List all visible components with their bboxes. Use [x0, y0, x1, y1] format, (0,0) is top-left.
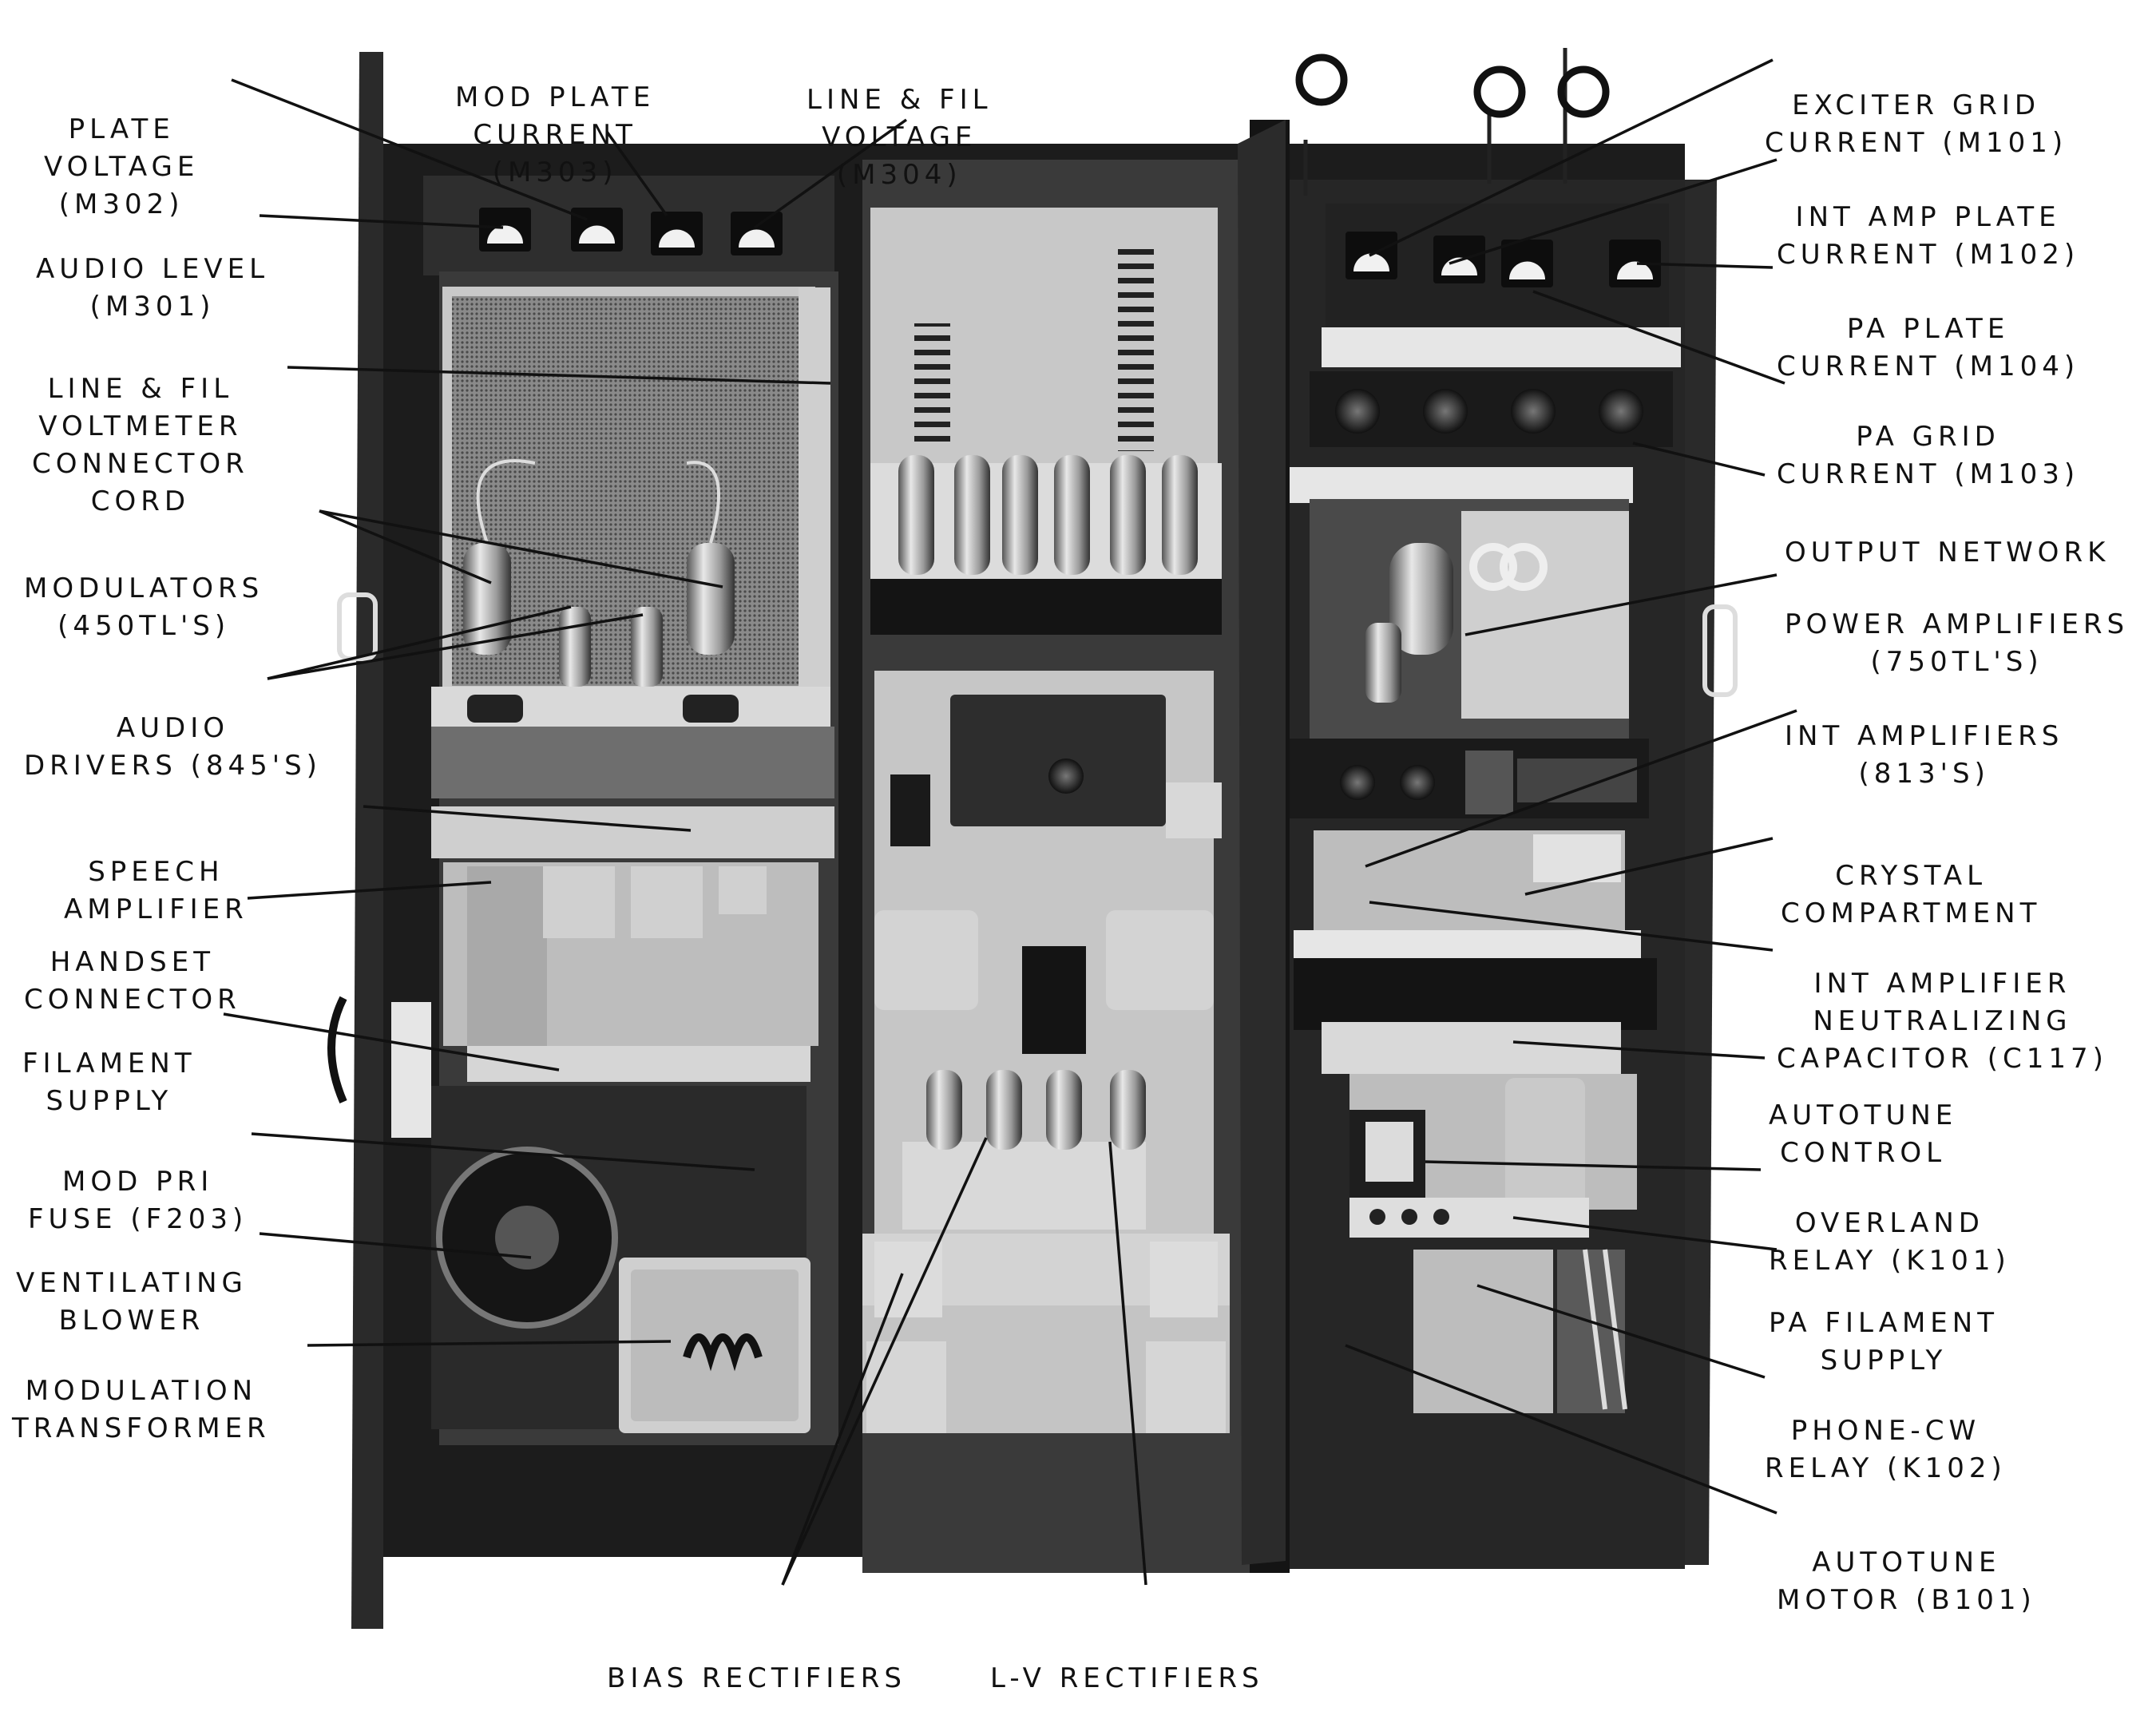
label-power-amplifiers: POWER AMPLIFIERS(750TL'S)	[1785, 608, 2130, 678]
leader-bias-rectifiers-1	[781, 1137, 988, 1586]
leader-audio-level	[259, 214, 504, 229]
leader-plate-voltage	[231, 78, 588, 221]
leader-overland-relay	[1425, 1160, 1762, 1171]
leader-mod-pri-fuse	[251, 1132, 755, 1171]
leader-lines	[223, 58, 1797, 1586]
autotune-control-unit	[1322, 1022, 1621, 1074]
leader-autotune-motor	[1345, 1344, 1778, 1515]
leader-filament-supply	[223, 1012, 560, 1072]
leader-handset-connector	[247, 881, 492, 900]
speech-amplifier-panel	[431, 727, 834, 798]
right-door-handle	[1702, 604, 1738, 697]
right-filter-choke	[1106, 910, 1214, 1010]
leader-lv-rectifiers	[1108, 1141, 1147, 1586]
transmitter-cabinet	[327, 48, 1738, 1629]
pa-tubes	[1365, 543, 1548, 703]
leader-line-fil-voltage	[753, 118, 908, 229]
pa-filament-supply-unit	[1349, 1198, 1589, 1238]
left-filter-choke	[874, 910, 978, 1010]
leader-audio-drivers-1	[267, 605, 572, 680]
leader-bias-rectifiers-2	[781, 1273, 904, 1586]
antenna-insulators	[1295, 48, 1610, 196]
left-cabinet-door	[351, 52, 383, 1629]
leader-mod-plate-current	[605, 130, 668, 217]
rectifier-tubes	[898, 455, 1198, 575]
leader-phone-cw-relay	[1476, 1284, 1766, 1379]
label-modulators: MODULATORS(450TL'S)	[24, 572, 264, 642]
leader-power-amplifiers	[1464, 573, 1778, 636]
leader-speech-amplifier	[363, 805, 692, 832]
left-meters	[479, 208, 783, 255]
right-bay	[1290, 180, 1685, 1569]
leader-pa-filament-supply	[1512, 1216, 1778, 1251]
center-contactor	[1022, 946, 1086, 1054]
phone-cw-relay-unit	[1413, 1250, 1553, 1413]
leader-pa-plate-current	[1636, 262, 1774, 269]
leader-int-amp-neutralizing	[1369, 901, 1774, 952]
label-int-amplifiers: INT AMPLIFIERS(813'S)	[1785, 720, 2064, 790]
leader-modulators-2	[319, 509, 723, 588]
lv-rectifier-tubes	[926, 1070, 1146, 1150]
leader-int-amplifiers	[1365, 709, 1797, 868]
label-bias-rectifiers: BIAS RECTIFIERS	[607, 1662, 906, 1694]
label-audio-level: AUDIO LEVEL(M301)	[36, 253, 270, 323]
leader-int-amp-plate-current	[1449, 158, 1778, 265]
leader-pa-grid-current	[1532, 290, 1785, 385]
left-bay	[327, 176, 838, 1445]
right-cabinet-door	[1685, 180, 1717, 1565]
center-bay	[862, 120, 1290, 1573]
leader-ventilating-blower	[259, 1232, 532, 1259]
label-lv-rectifiers: L-V RECTIFIERS	[990, 1662, 1264, 1694]
leader-voltmeter-cord	[287, 366, 831, 385]
leader-autotune-control	[1512, 1040, 1766, 1060]
leader-modulation-transformer	[307, 1340, 672, 1347]
leader-modulators-1	[319, 509, 492, 584]
leader-exciter-grid-current	[1369, 58, 1774, 257]
label-output-network: OUTPUT NETWORK	[1785, 537, 2110, 568]
leader-output-network	[1632, 442, 1766, 477]
leader-audio-drivers-2	[267, 613, 644, 680]
right-meters	[1346, 232, 1661, 287]
leader-crystal-compartment	[1524, 837, 1774, 896]
